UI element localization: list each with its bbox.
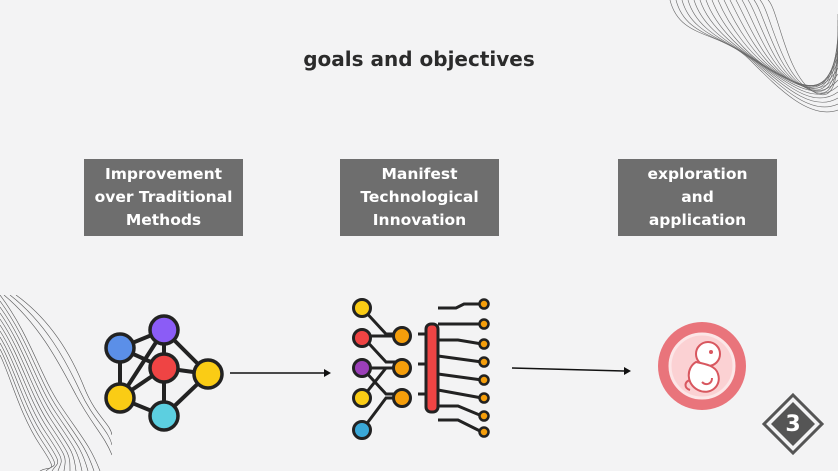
- slide-number-badge: [762, 393, 824, 455]
- goal-box-exploration: exploration and application: [618, 159, 777, 236]
- goal-box-innovation: Manifest Technological Innovation: [340, 159, 499, 236]
- goal-box-label: Manifest Technological Innovation: [360, 165, 479, 229]
- wave-lines-decoration-top-right: [669, 0, 838, 113]
- circuit-chip-icon: [352, 298, 490, 440]
- goal-box-label: exploration and application: [647, 165, 748, 229]
- goal-box-label: Improvement over Traditional Methods: [94, 165, 233, 229]
- embryo-icon: [658, 322, 746, 410]
- page-title: goals and objectives: [303, 47, 535, 71]
- slide-number: 3: [785, 411, 801, 437]
- arrow-icon: [230, 369, 331, 377]
- wave-lines-decoration-bottom-left: [0, 295, 112, 471]
- goal-box-improvement: Improvement over Traditional Methods: [84, 159, 243, 236]
- arrow-icon: [511, 367, 631, 375]
- network-graph-icon: [104, 314, 224, 432]
